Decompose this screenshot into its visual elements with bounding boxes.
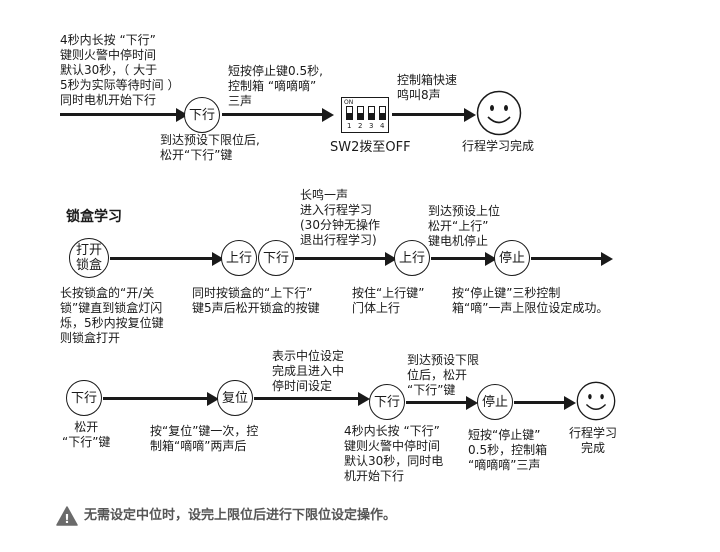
stop-press-text: 短按停止键0.5秒, 控制箱 “嘀嘀嘀” 三声 <box>228 64 323 108</box>
stop-press-text-3: 短按“停止键” 0.5秒，控制箱 “嘀嘀嘀”三声 <box>468 428 548 472</box>
beep-8-text: 控制箱快速 鸣叫8声 <box>397 73 458 102</box>
beep-enter-text: 长鸣一声 进入行程学习 (30分钟无操作 退出行程学习) <box>300 188 380 247</box>
stop-press-text-2: 按“停止键”三秒控制 箱“嘀”一声上限位设定成功。 <box>452 286 609 315</box>
arrow-9-shaft <box>254 397 358 400</box>
node-down: 下行 <box>184 97 220 133</box>
arrow-11-shaft <box>514 401 564 404</box>
dip-key-3 <box>368 106 375 120</box>
dip-key-2 <box>357 106 364 120</box>
dip-num-2: 2 <box>358 122 363 130</box>
hold-down-text: 4秒内长按 “下行” 键则火警中停时间 默认30秒，同时电 机开始下行 <box>344 424 444 483</box>
lockbox-heading: 锁盒学习 <box>66 209 122 225</box>
smiley-face-icon-1 <box>476 90 522 136</box>
arrow-8-shaft <box>103 397 207 400</box>
warning-symbol: ! <box>64 512 69 526</box>
reach-upper-text: 到达预设上位 松开“上行” 键电机停止 <box>428 204 501 248</box>
reach-lower-text-2: 到达预设下限 位后，松开 “下行”键 <box>407 353 480 397</box>
dip-num-4: 4 <box>380 122 385 130</box>
up-hold-text: 按住“上行键” 门体上行 <box>352 286 425 315</box>
arrow-3-head <box>464 108 476 122</box>
node-up-2: 上行 <box>394 240 430 276</box>
mid-set-text: 表示中位设定 完成且进入中 停时间设定 <box>272 349 345 393</box>
note-text: 无需设定中位时，设完上限位后进行下限位设定操作。 <box>84 508 397 523</box>
arrow-6-shaft <box>431 257 485 260</box>
arrow-8-head <box>207 392 219 406</box>
arrow-2-head <box>322 108 334 122</box>
node-down-2: 下行 <box>258 240 294 276</box>
arrow-10-shaft <box>406 401 466 404</box>
node-reset: 复位 <box>217 380 253 416</box>
dip-switch-on-label: ON <box>344 99 354 106</box>
arrow-7-shaft <box>531 257 601 260</box>
dip-switch: ON 1 2 3 4 <box>341 97 389 133</box>
lockbox-text: 长按锁盒的“开/关 锁”键直到锁盒灯闪 烁，5秒内按复位键 则锁盒打开 <box>60 286 164 345</box>
arrow-1-shaft <box>60 113 178 116</box>
release-text: 松开 “下行”键 <box>62 420 111 449</box>
dip-key-4 <box>379 106 386 120</box>
node-stop-2: 停止 <box>477 384 513 420</box>
node-down-3: 下行 <box>66 380 102 416</box>
dip-num-3: 3 <box>369 122 374 130</box>
updown-text: 同时按锁盒的“上下行” 键5声后松开锁盒的按键 <box>192 286 320 315</box>
reset-text: 按“复位”键一次，控 制箱“嘀嘀”两声后 <box>150 424 259 453</box>
arrow-3-shaft <box>392 113 466 116</box>
intro-text: 4秒内长按 “下行” 键则火警中停时间 默认30秒，（ 大于 5秒为实际等待时间… <box>60 33 180 107</box>
done-text-1: 行程学习完成 <box>462 139 535 153</box>
arrow-5-shaft <box>295 257 385 260</box>
arrow-10-head <box>466 396 478 410</box>
arrow-9-head <box>358 392 370 406</box>
dip-key-1 <box>346 106 353 120</box>
smiley-face-icon-2 <box>576 381 616 421</box>
arrow-4-shaft <box>110 257 212 260</box>
switch-caption: SW2拨至OFF <box>330 140 411 155</box>
arrow-11-head <box>564 396 576 410</box>
node-up: 上行 <box>221 240 257 276</box>
done-text-2: 行程学习 完成 <box>569 426 618 455</box>
dip-num-1: 1 <box>347 122 352 130</box>
node-down-4: 下行 <box>369 384 405 420</box>
reach-lower-text: 到达预设下限位后, 松开“下行”键 <box>160 133 260 162</box>
node-stop: 停止 <box>494 240 530 276</box>
node-open-lockbox: 打开 锁盒 <box>69 238 109 278</box>
warning-triangle-icon: ! <box>56 506 78 526</box>
arrow-2-shaft <box>222 113 322 116</box>
arrow-7-head <box>601 252 613 266</box>
